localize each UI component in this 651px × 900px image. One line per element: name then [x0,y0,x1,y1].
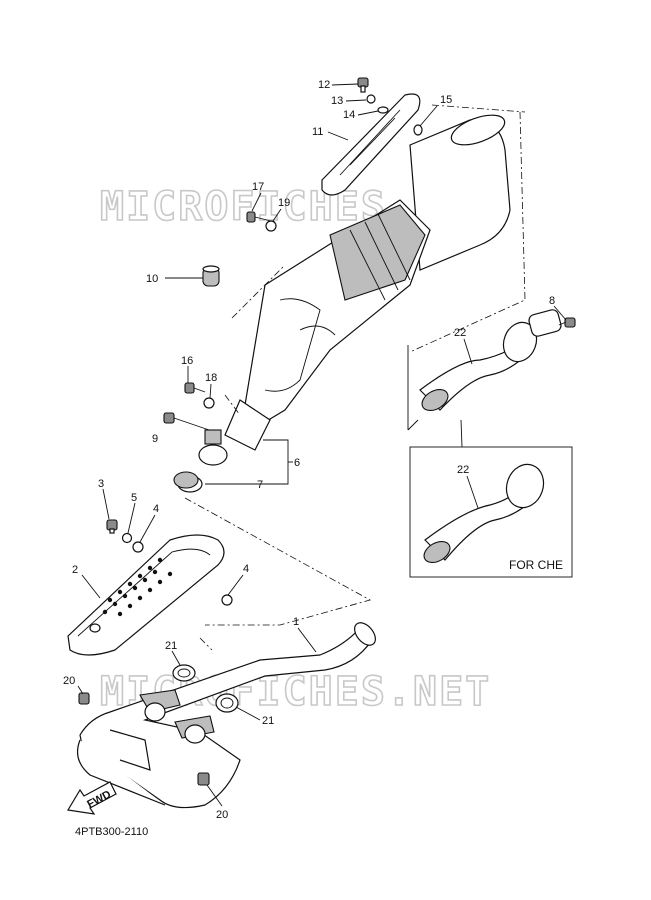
callout-22-che: 22 [457,464,469,476]
callout-16: 16 [181,355,193,367]
callout-9: 9 [152,433,158,445]
nut-20-left[interactable] [78,692,90,705]
gasket-7[interactable] [173,471,203,493]
diagram-code: 4PTB300-2110 [75,826,148,838]
callout-11: 11 [312,126,323,138]
callout-14: 14 [343,109,355,121]
callout-21-top: 21 [165,640,177,652]
washer-18[interactable] [203,397,215,409]
fwd-label: FWD [85,788,113,810]
bolt-8[interactable] [558,317,576,328]
leader-lines [77,83,567,807]
callout-6: 6 [294,457,300,469]
muffler-body[interactable] [224,109,511,451]
callout-20-bottom: 20 [216,809,228,821]
callout-2: 2 [72,564,78,576]
fwd-arrow: FWD [67,781,117,815]
callout-10: 10 [146,273,158,285]
callout-1: 1 [293,616,299,628]
washer-4-bottom[interactable] [221,594,233,606]
inset-note: FOR CHE [509,558,563,572]
callout-20-left: 20 [63,675,75,687]
callout-5: 5 [131,492,137,504]
callout-4-top: 4 [153,503,159,515]
clamp[interactable] [198,429,228,466]
callout-19: 19 [278,197,290,209]
bolt-12[interactable] [357,77,369,93]
washer-13[interactable] [366,94,376,104]
callout-4-bottom: 4 [243,563,249,575]
screw-3[interactable] [106,519,118,534]
pipe-22-main[interactable] [418,308,562,414]
callout-15: 15 [440,94,452,106]
callout-18: 18 [205,372,217,384]
protector-2[interactable] [67,534,225,656]
washer-4-top[interactable] [132,541,144,553]
bolt-9[interactable] [163,412,216,433]
bolt-16[interactable] [184,382,206,394]
pipe-22-che[interactable] [420,459,549,567]
callout-21-right: 21 [262,715,274,727]
damper-10[interactable] [202,265,220,287]
heat-protector-11[interactable] [321,93,421,196]
callout-12: 12 [318,79,330,91]
callout-3: 3 [98,478,104,490]
nut-20-bottom[interactable] [197,772,210,786]
callout-7: 7 [257,479,263,491]
callout-17: 17 [252,181,264,193]
exhaust-pipe-1[interactable] [77,619,380,809]
nut-15[interactable] [413,124,423,136]
washer-14[interactable] [377,106,389,114]
washer-19[interactable] [265,220,277,232]
callout-22-main: 22 [454,327,466,339]
callout-13: 13 [331,95,343,107]
gasket-21-right[interactable] [215,693,239,713]
callout-8: 8 [549,295,555,307]
gasket-21-top[interactable] [172,664,196,682]
inset-frame [409,446,573,578]
washer-5[interactable] [121,532,133,544]
